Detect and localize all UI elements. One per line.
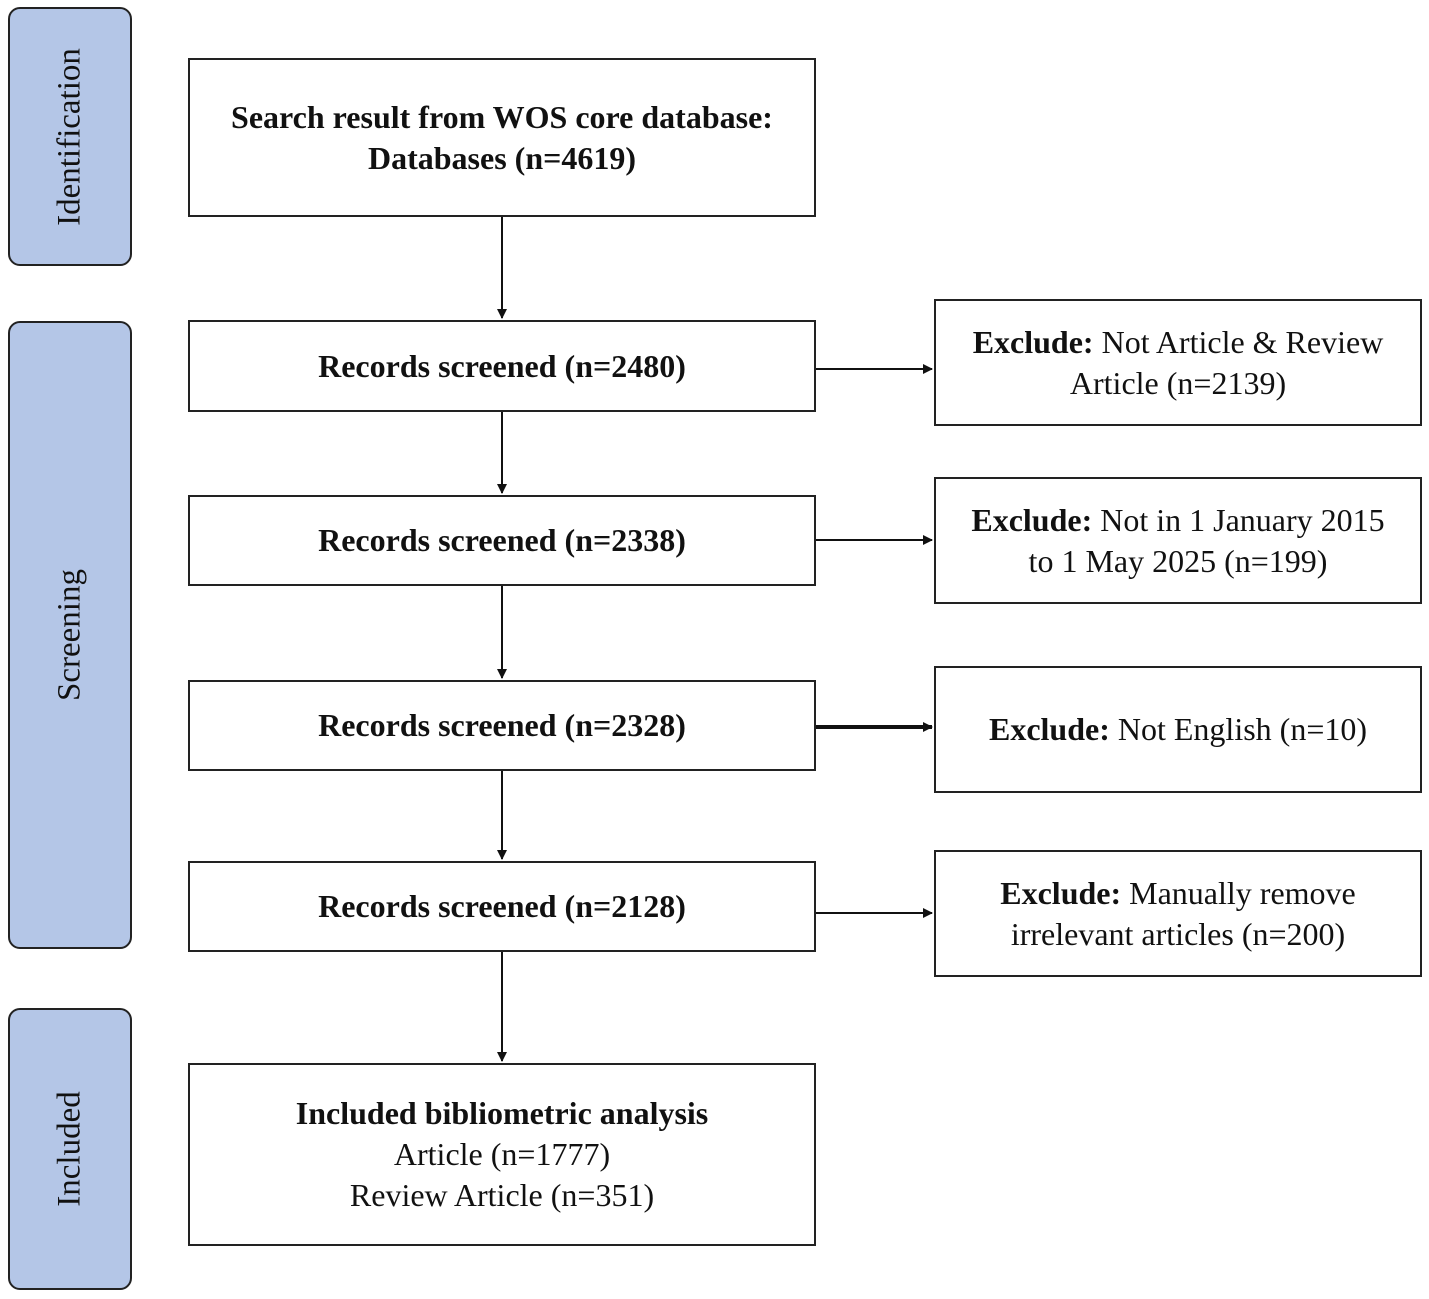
- records-screened-label-4: Records screened (n=2128): [318, 888, 686, 924]
- records-screened-label-2: Records screened (n=2338): [318, 522, 686, 558]
- records-screened-box-4: Records screened (n=2128): [188, 861, 816, 952]
- included-title: Included bibliometric analysis: [295, 1095, 709, 1131]
- exclusion-2-text1: Not in 1 January 2015: [1100, 501, 1385, 538]
- exclusion-3-text1: Not English (n=10): [1117, 711, 1368, 747]
- included-box: Included bibliometric analysis Article (…: [188, 1063, 816, 1246]
- exclusion-3-line1: Exclude: Not English (n=10): [989, 709, 1367, 750]
- records-screened-box-1: Records screened (n=2480): [188, 320, 816, 412]
- records-screened-label-1: Records screened (n=2480): [318, 347, 686, 384]
- stage-identification: Identification: [8, 7, 132, 266]
- records-screened-box-3: Records screened (n=2328): [188, 680, 816, 771]
- records-screened-box-2: Records screened (n=2338): [188, 495, 816, 586]
- exclusion-1-prefix: Exclude:: [972, 323, 1094, 360]
- exclusion-2-prefix: Exclude:: [971, 501, 1093, 538]
- exclusion-3-prefix: Exclude:: [988, 711, 1110, 747]
- exclusion-2-line2: to 1 May 2025 (n=199): [1028, 542, 1328, 579]
- exclusion-4-prefix: Exclude:: [1000, 874, 1122, 911]
- exclusion-box-3: Exclude: Not English (n=10): [934, 666, 1422, 793]
- records-screened-label-3: Records screened (n=2328): [318, 707, 686, 743]
- stage-screening: Screening: [8, 321, 132, 949]
- exclusion-1-text1: Not Article & Review: [1101, 323, 1384, 360]
- exclusion-2-line1: Exclude: Not in 1 January 2015: [971, 500, 1384, 541]
- exclusion-4-line2: irrelevant articles (n=200): [1010, 915, 1346, 952]
- exclusion-1-line1: Exclude: Not Article & Review: [973, 322, 1384, 363]
- exclusion-4-text1: Manually remove: [1129, 874, 1356, 911]
- search-result-line1: Search result from WOS core database:: [231, 98, 773, 135]
- search-result-box: Search result from WOS core database: Da…: [188, 58, 816, 217]
- included-review-count: Review Article (n=351): [349, 1177, 655, 1213]
- stage-included: Included: [8, 1008, 132, 1290]
- exclusion-box-4: Exclude: Manually remove irrelevant arti…: [934, 850, 1422, 977]
- exclusion-box-2: Exclude: Not in 1 January 2015 to 1 May …: [934, 477, 1422, 604]
- exclusion-box-1: Exclude: Not Article & Review Article (n…: [934, 299, 1422, 426]
- search-result-line2: Databases (n=4619): [367, 139, 636, 176]
- included-article-count: Article (n=1777): [393, 1136, 611, 1172]
- exclusion-1-line2: Article (n=2139): [1069, 364, 1287, 401]
- exclusion-4-line1: Exclude: Manually remove: [1000, 873, 1355, 914]
